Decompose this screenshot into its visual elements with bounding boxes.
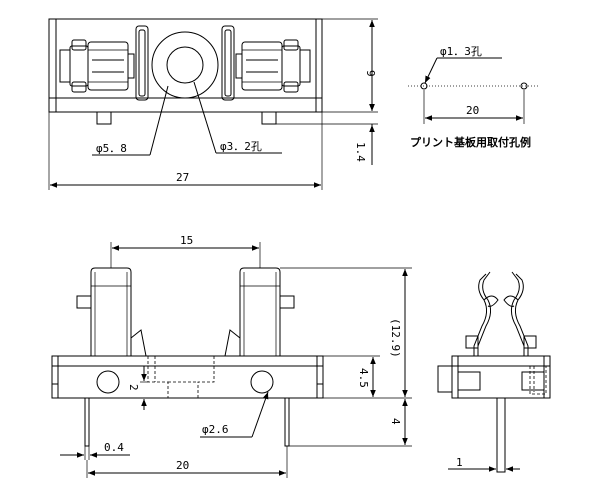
pcb-hole-layout: φ1．3孔 20 プリント基板用取付孔例 — [408, 45, 540, 149]
hole-large-label: φ5．8 — [96, 142, 127, 155]
left-pin — [84, 397, 90, 447]
pcb-pitch-dim: 20 — [466, 104, 479, 117]
left-tab — [96, 111, 112, 125]
pcb-caption: プリント基板用取付孔例 — [410, 135, 531, 149]
width-dim: 27 — [176, 171, 189, 184]
right-fuse-clip — [221, 25, 311, 101]
height-dim: 9 — [364, 70, 377, 77]
pcb-hole-left — [420, 82, 428, 90]
top-view: φ5．8 φ3．2孔 27 9 1.4 — [48, 18, 378, 190]
right-tab — [261, 111, 277, 125]
top-view-body — [48, 18, 323, 113]
tab-dim: 1.4 — [354, 142, 367, 162]
right-pin — [284, 397, 290, 447]
pcb-hole-right — [520, 82, 528, 90]
right-base-hole — [250, 370, 274, 394]
side-view: 1 — [437, 271, 551, 473]
mount-hole — [166, 46, 204, 84]
side-base — [451, 355, 551, 399]
hole-small-label: φ3．2孔 — [220, 140, 262, 153]
pin-pitch-dim: 20 — [176, 459, 189, 472]
front-view: 15 (12.9) 4.5 4 2 φ2.6 0.4 20 — [51, 234, 412, 478]
right-contact — [224, 267, 295, 357]
outer-ring — [151, 31, 219, 99]
total-height-dim: (12.9) — [389, 318, 402, 358]
front-hole-label: φ2.6 — [202, 423, 229, 436]
left-fuse-clip — [59, 25, 149, 101]
slot-dim: 2 — [127, 384, 140, 391]
side-pin-width-dim: 1 — [456, 456, 463, 469]
left-base-hole — [96, 370, 120, 394]
pin-width-dim: 0.4 — [104, 441, 124, 454]
base-height-dim: 4.5 — [357, 368, 370, 388]
left-contact — [76, 267, 147, 357]
pin-length-dim: 4 — [389, 418, 402, 425]
pcb-hole-label: φ1．3孔 — [440, 45, 482, 58]
contact-spacing-dim: 15 — [180, 234, 193, 247]
base-body — [51, 355, 324, 399]
side-pin — [496, 397, 506, 473]
